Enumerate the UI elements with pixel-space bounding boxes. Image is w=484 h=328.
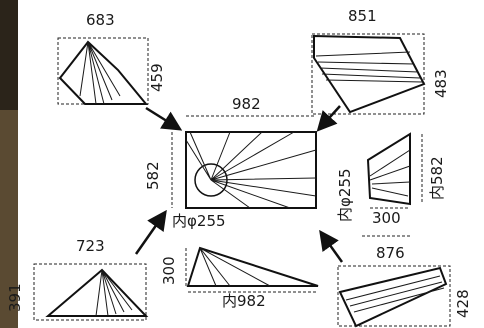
piece-top-right xyxy=(311,33,426,115)
piece-top-left xyxy=(57,37,149,105)
piece-right xyxy=(362,132,423,237)
label-bottom-mid-width: 内982 xyxy=(222,292,266,310)
piece-bottom-left xyxy=(33,263,149,321)
arrow-bottom-left xyxy=(134,209,167,255)
label-right-outer-width: 876 xyxy=(376,244,405,262)
label-right-hole: 内φ255 xyxy=(336,168,354,222)
arrow-bottom-right xyxy=(319,229,344,263)
label-bottom-left-height: 391 xyxy=(6,283,24,312)
piece-bottom-right xyxy=(337,265,451,328)
label-center-height: 582 xyxy=(144,161,162,190)
label-center-hole: 内φ255 xyxy=(172,212,226,230)
label-top-right-width: 851 xyxy=(348,7,377,25)
piece-center xyxy=(171,115,317,209)
arrow-top-right xyxy=(316,105,341,132)
label-top-right-height: 483 xyxy=(432,69,450,98)
label-right-height: 内582 xyxy=(428,156,446,200)
arrow-top-left xyxy=(145,106,183,131)
label-top-left-height: 459 xyxy=(148,63,166,92)
label-right-inner-width: 300 xyxy=(372,209,401,227)
label-bottom-left-width: 723 xyxy=(76,237,105,255)
photo-edge-left-top xyxy=(0,0,18,110)
label-bottom-right-height: 428 xyxy=(454,289,472,318)
piece-bottom-mid xyxy=(185,246,319,293)
label-center-width: 982 xyxy=(232,95,261,113)
label-bottom-mid-height: 300 xyxy=(160,256,178,285)
label-top-left-width: 683 xyxy=(86,11,115,29)
